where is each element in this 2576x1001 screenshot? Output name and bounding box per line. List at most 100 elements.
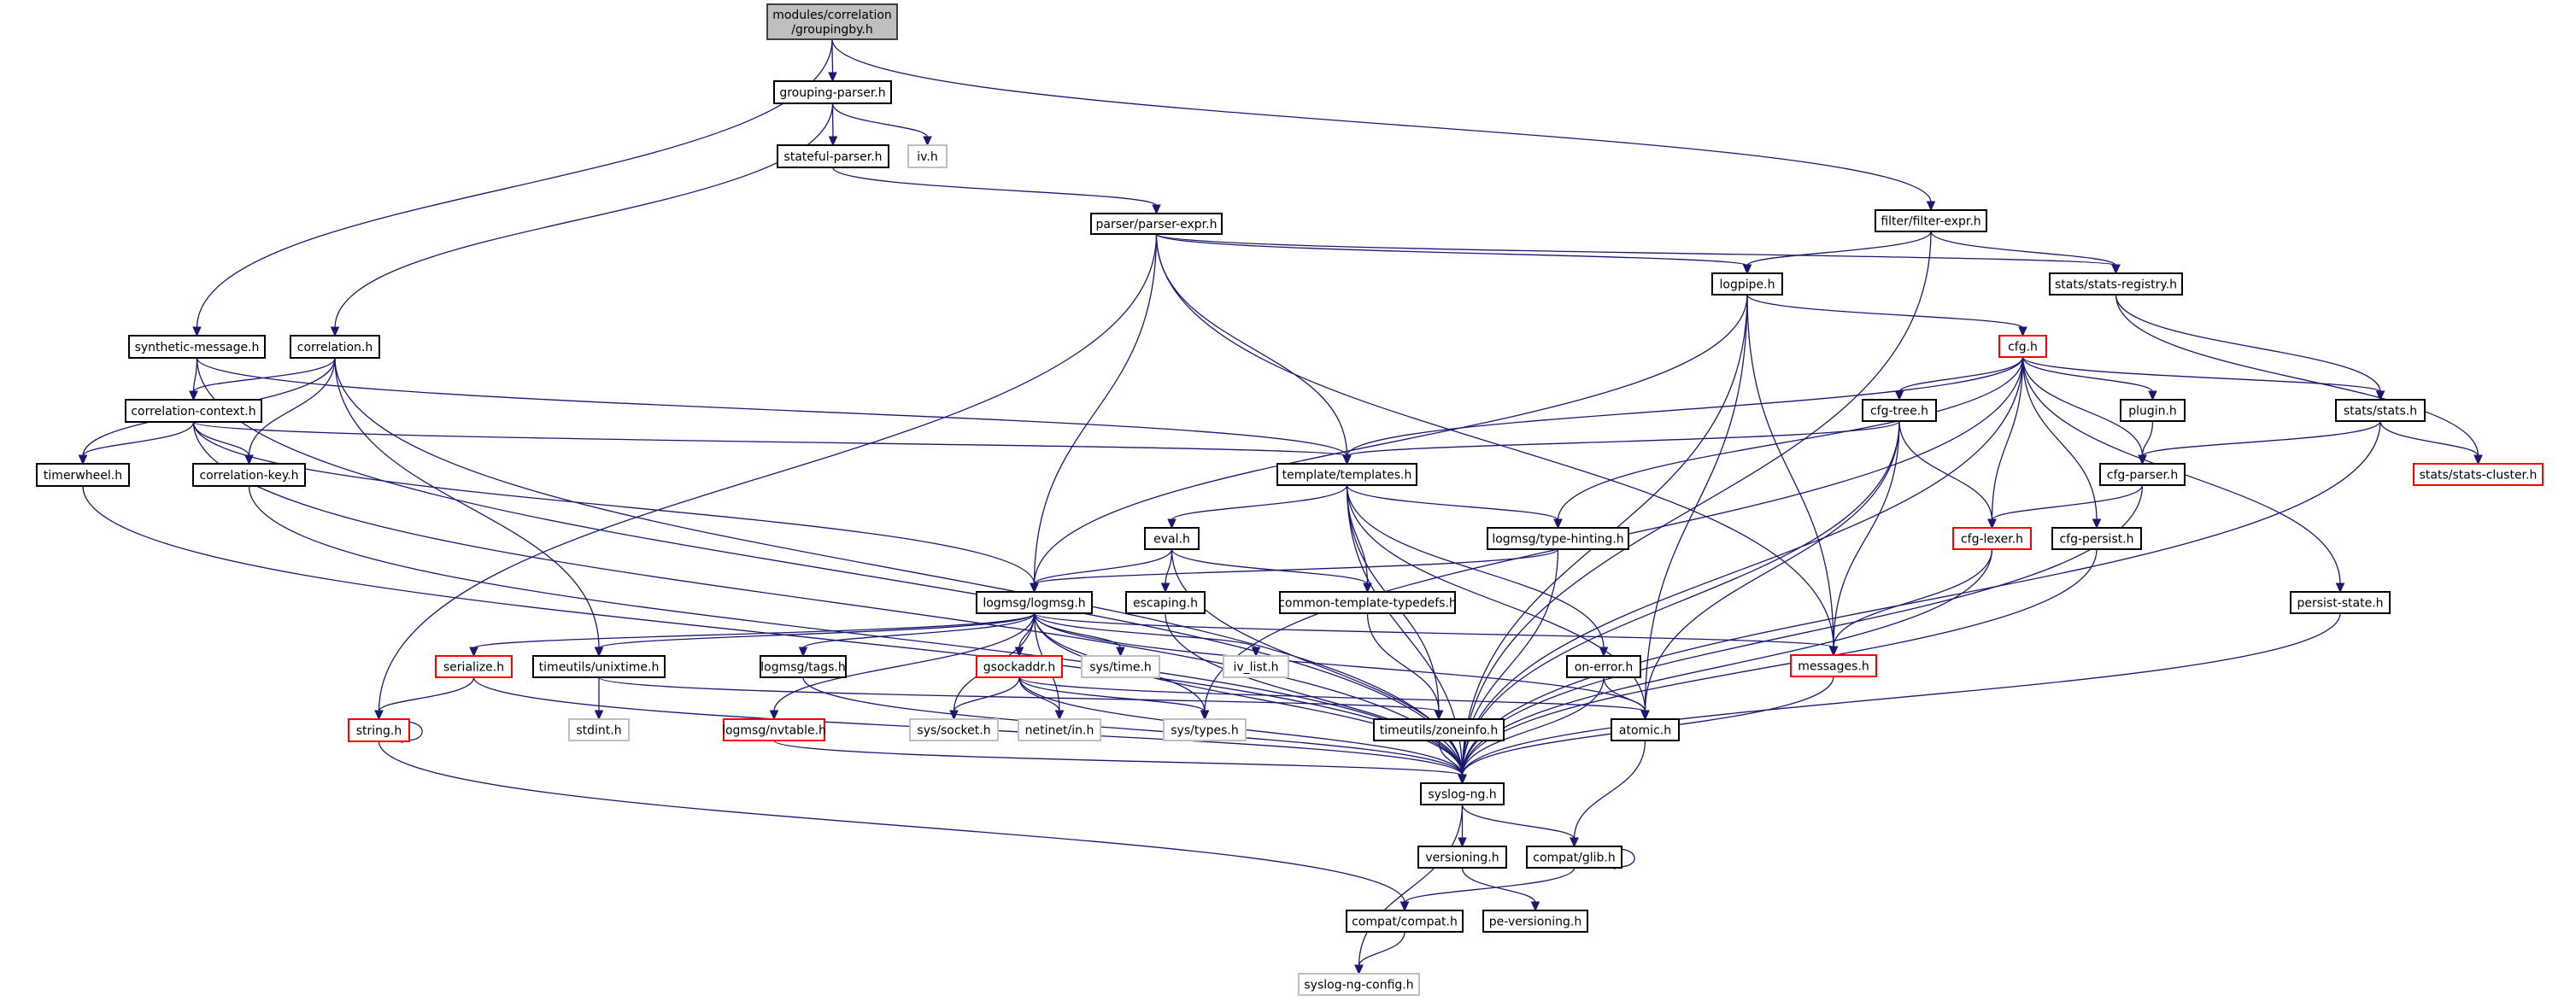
node-iv[interactable]: iv.h	[907, 144, 948, 168]
node-stats-registry[interactable]: stats/stats-registry.h	[2049, 272, 2183, 296]
node-netinet-in[interactable]: netinet/in.h	[1018, 718, 1101, 741]
edge-line	[1018, 676, 1646, 712]
node-stateful-parser[interactable]: stateful-parser.h	[777, 144, 889, 168]
node-compat-compat[interactable]: compat/compat.h	[1346, 910, 1464, 933]
node-cfg-tree[interactable]: cfg-tree.h	[1862, 399, 1937, 422]
node-box	[568, 718, 630, 741]
node-correlation[interactable]: correlation.h	[290, 335, 380, 359]
node-escaping[interactable]: escaping.h	[1125, 591, 1206, 614]
node-pe-versioning[interactable]: pe-versioning.h	[1482, 910, 1588, 933]
node-gsockaddr[interactable]: gsockaddr.h	[976, 655, 1063, 678]
node-syslog-ng[interactable]: syslog-ng.h	[1420, 782, 1505, 805]
arrowhead-icon	[189, 390, 198, 401]
node-messages[interactable]: messages.h	[1790, 654, 1877, 677]
edge-line	[773, 740, 1464, 776]
node-on-error[interactable]: on-error.h	[1566, 655, 1641, 678]
node-cfg[interactable]: cfg.h	[1998, 335, 2047, 358]
edge-line	[248, 357, 336, 457]
node-box	[1090, 213, 1223, 235]
node-synthetic-message[interactable]: synthetic-message.h	[128, 335, 266, 359]
node-stdint[interactable]: stdint.h	[568, 718, 630, 741]
edge-type_hinting-to-logmsg	[1030, 548, 1559, 594]
edge-line	[1033, 294, 1748, 585]
edge-line	[1171, 484, 1348, 521]
edge-line	[1033, 612, 1646, 712]
node-type-hinting[interactable]: logmsg/type-hinting.h	[1487, 527, 1629, 550]
node-logmsg[interactable]: logmsg/logmsg.h	[976, 591, 1093, 614]
node-groupingby[interactable]: modules/correlation/groupingby.h	[766, 3, 898, 40]
node-label: pe-versioning.h	[1489, 916, 1581, 929]
node-compat-glib[interactable]: compat/glib.h	[1526, 846, 1622, 869]
node-atomic[interactable]: atomic.h	[1611, 718, 1680, 741]
node-box	[1276, 463, 1417, 486]
node-stats-cluster[interactable]: stats/stats-cluster.h	[2413, 463, 2544, 486]
node-label: stats/stats.h	[2344, 405, 2417, 419]
node-zoneinfo[interactable]: timeutils/zoneinfo.h	[1373, 718, 1505, 741]
node-label: logpipe.h	[1720, 278, 1775, 292]
node-eval[interactable]: eval.h	[1144, 527, 1200, 550]
node-iv-list[interactable]: iv_list.h	[1223, 655, 1289, 678]
node-box	[1875, 209, 1987, 232]
node-label: messages.h	[1798, 660, 1869, 674]
node-box	[192, 463, 306, 487]
node-correlation-key[interactable]: correlation-key.h	[192, 463, 306, 487]
node-plugin[interactable]: plugin.h	[2120, 399, 2186, 422]
node-stats[interactable]: stats/stats.h	[2335, 399, 2426, 422]
node-label: syslog-ng-config.h	[1304, 979, 1413, 992]
node-cfg-parser[interactable]: cfg-parser.h	[2099, 463, 2186, 486]
edge-cfg_lexer-to-messages	[1828, 548, 1993, 657]
node-serialize[interactable]: serialize.h	[435, 655, 513, 678]
node-unixtime[interactable]: timeutils/unixtime.h	[532, 655, 666, 678]
edge-line	[82, 421, 195, 457]
edge-line	[2021, 356, 2098, 521]
node-timerwheel[interactable]: timerwheel.h	[36, 463, 130, 487]
node-string[interactable]: string.h	[348, 718, 410, 742]
arrowhead-icon	[1167, 518, 1177, 530]
node-box	[909, 718, 999, 741]
node-templates[interactable]: template/templates.h	[1276, 463, 1417, 486]
node-tags[interactable]: logmsg/tags.h	[760, 655, 847, 678]
node-box	[907, 144, 948, 168]
edge-logpipe-to-cfg	[1746, 294, 2027, 337]
node-sys-types[interactable]: sys/types.h	[1163, 718, 1247, 741]
edge-line	[832, 167, 1158, 207]
node-nvtable[interactable]: logmsg/nvtable.h	[722, 718, 826, 741]
arrowhead-icon	[2335, 582, 2345, 594]
node-label: modules/correlation	[772, 9, 892, 22]
node-box	[1223, 655, 1289, 678]
node-label: cfg-lexer.h	[1961, 533, 2023, 547]
arrowhead-icon	[2092, 518, 2102, 530]
node-persist-state[interactable]: persist-state.h	[2290, 591, 2391, 614]
edge-line	[1898, 420, 1993, 521]
edge-cfg_tree-to-cfg_lexer	[1898, 420, 1997, 530]
node-label: atomic.h	[1619, 724, 1671, 738]
edge-serialize-to-string	[374, 676, 475, 721]
node-grouping-parser[interactable]: grouping-parser.h	[773, 80, 892, 104]
node-correlation-context[interactable]: correlation-context.h	[125, 399, 262, 423]
node-filter-expr[interactable]: filter/filter-expr.h	[1875, 209, 1987, 232]
node-common-template-typedefs[interactable]: common-template-typedefs.h	[1278, 591, 1457, 614]
node-parser-expr[interactable]: parser/parser-expr.h	[1090, 213, 1223, 235]
edge-line	[953, 676, 1020, 712]
arrowhead-icon	[1458, 837, 1467, 848]
node-box	[1566, 655, 1641, 678]
edge-line	[1346, 420, 1900, 457]
node-sys-socket[interactable]: sys/socket.h	[909, 718, 999, 741]
node-sys-time[interactable]: sys/time.h	[1081, 655, 1160, 678]
node-syslog-ng-config[interactable]: syslog-ng-config.h	[1298, 973, 1420, 996]
edge-grouping_parser-to-iv	[831, 102, 932, 147]
node-versioning[interactable]: versioning.h	[1417, 846, 1507, 869]
node-label: stdint.h	[576, 724, 621, 738]
edge-eval-to-logmsg	[1030, 548, 1173, 594]
edge-line	[1898, 356, 2024, 393]
edge-line	[1404, 867, 1576, 904]
edge-atomic-to-compat_glib	[1570, 740, 1646, 848]
node-cfg-persist[interactable]: cfg-persist.h	[2051, 527, 2142, 550]
node-box	[1952, 527, 2032, 550]
edge-line	[248, 485, 1464, 776]
arrowhead-icon	[1116, 647, 1125, 658]
node-cfg-lexer[interactable]: cfg-lexer.h	[1952, 527, 2032, 550]
arrowhead-icon	[1399, 901, 1410, 912]
node-logpipe[interactable]: logpipe.h	[1711, 272, 1783, 296]
edge-compat_glib-to-compat_compat	[1399, 867, 1576, 912]
